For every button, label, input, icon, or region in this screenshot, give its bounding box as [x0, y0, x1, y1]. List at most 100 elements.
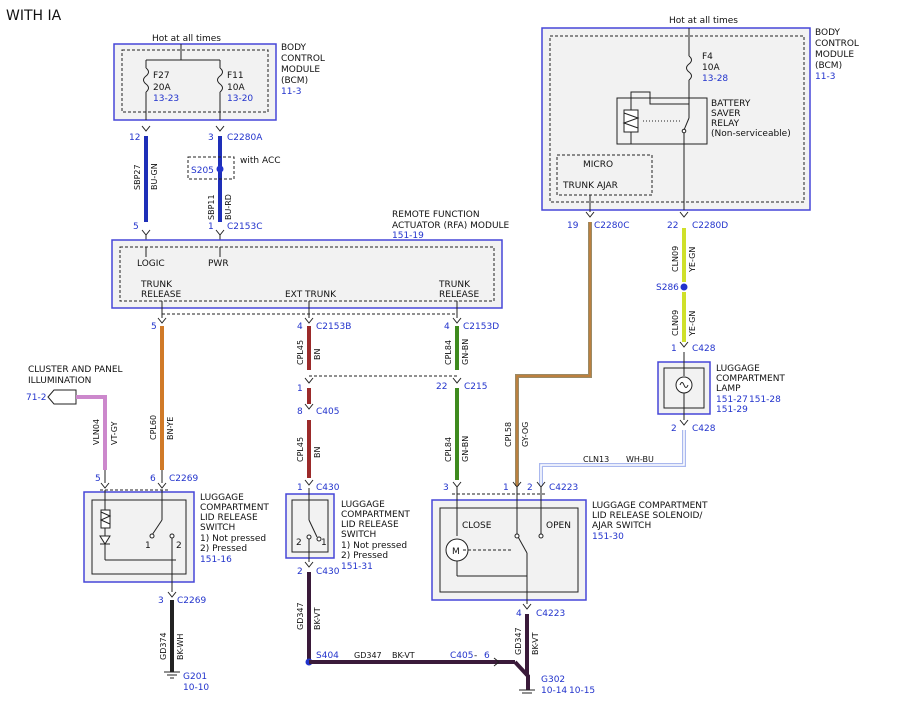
with-acc-label: with ACC [240, 156, 281, 166]
splice-s286 [680, 283, 688, 291]
conn-c430-out: C430 [316, 567, 340, 577]
rfa-ext-trunk: EXT TRUNK [285, 290, 337, 300]
bcm-right-box [541, 27, 811, 211]
switch-left-group: 5 6 C2269 1 2 LUGGAGE COMPARTMENT LID RE… [83, 470, 269, 693]
sol-title-3: AJAR SWITCH [592, 521, 651, 531]
conn-arrow-icon [304, 561, 314, 568]
wire-cpl84-circuit-a: CPL84 [444, 340, 453, 365]
bcm-left-title-2: CONTROL [281, 54, 325, 64]
bcm-left-inner [121, 49, 269, 113]
fuse-f27-rating: 20A [153, 83, 171, 93]
conn-c4223: C4223 [549, 483, 578, 493]
wire-cpl84-group: CPL84 GN-BN 22 C215 CPL84 GN-BN [436, 326, 487, 480]
conn-arrow-icon [304, 377, 314, 384]
conn-arrow-icon [304, 479, 314, 486]
fuse-f11-rating: 10A [227, 83, 245, 93]
splice-s205 [216, 165, 224, 173]
bottom-circuit: GD347 [354, 651, 382, 660]
wire-sbp11-color: BU-RD [224, 194, 233, 220]
rfa-ref: 151-19 [392, 231, 424, 241]
conn-arrow-icon [452, 481, 462, 488]
sw-left-ref: 151-16 [200, 555, 232, 565]
conn-arrow-icon [679, 341, 689, 348]
wire-cpl45-circuit-b: CPL45 [296, 437, 305, 462]
sw-mid-note-1: 1) Not pressed [341, 541, 407, 551]
wire-gd374-color: BK-WH [176, 634, 185, 660]
rfa-trunk-release-l-1: TRUNK [140, 280, 173, 290]
wire-gd347-color-r: BK-VT [531, 632, 540, 655]
conn-arrow-icon [215, 229, 225, 236]
sol-pin-2: 2 [527, 483, 533, 493]
wire-cpl58-color: GY-OG [521, 422, 530, 447]
wire-cpl84-color-a: GN-BN [461, 339, 470, 365]
rfa-inner [119, 246, 495, 302]
rfa-box [111, 239, 503, 309]
ground-g302-ref-b: 10-15 [569, 686, 595, 696]
ajar-switch-blade [516, 534, 528, 554]
sw-mid-title-3: LID RELEASE [341, 520, 399, 530]
bcm-left-title-3: MODULE [281, 65, 320, 75]
conn-arrow-icon [304, 317, 314, 324]
wire-sbp27-circuit: SBP27 [133, 164, 142, 190]
pin-3: 3 [208, 133, 214, 143]
sw-mid-title-2: COMPARTMENT [341, 510, 410, 520]
fuse-f27-icon [143, 67, 149, 93]
bottom-dash: - [474, 651, 477, 661]
conn-c2153c: C2153C [227, 222, 262, 232]
conn-c4223-out: C4223 [536, 609, 565, 619]
conn-c2269-out: C2269 [177, 596, 206, 606]
rfa-outputs: 5 4 C2153B 4 C2153D [151, 301, 499, 332]
led-icon [99, 535, 111, 545]
conn-arrow-icon [493, 657, 500, 667]
conn-c428-in: C428 [692, 344, 716, 354]
bottom-conn: C405 [450, 651, 473, 661]
conn-c2280a: C2280A [227, 133, 263, 143]
sw-left-title-4: SWITCH [200, 523, 235, 533]
bcm-left-box [113, 43, 277, 121]
bcm-right-inner [549, 35, 805, 203]
bottom-wire-group: GD347 BK-VT C405 - 6 [309, 651, 530, 690]
fuse-f4-icon [686, 55, 692, 81]
bcm-right-title-4: (BCM) [815, 61, 842, 71]
bcm-r-pin-19: 19 [567, 221, 579, 231]
lamp-pin-out: 2 [671, 424, 677, 434]
wire-cpl60-color: BN-YE [166, 417, 175, 440]
lamp-title-1: LUGGAGE [716, 364, 760, 374]
wire-cpl58-circuit: CPL58 [504, 422, 513, 447]
connector-plug-icon [47, 389, 77, 405]
conn-c428-out: C428 [692, 424, 716, 434]
lamp-ref-3: 151-29 [716, 405, 748, 415]
conn-c2153b: C2153B [316, 322, 351, 332]
relay-title-4: (Non-serviceable) [711, 129, 791, 139]
splice-s404-label: S404 [316, 651, 339, 661]
sw-left-pin5: 5 [95, 474, 101, 484]
sw-left-note-2: 2) Pressed [200, 544, 247, 554]
lamp-group: LUGGAGE COMPARTMENT LAMP 151-27 151-28 1… [539, 352, 785, 486]
sol-out-pin: 4 [516, 609, 522, 619]
cluster-title-2: ILLUMINATION [28, 376, 91, 386]
pin-12: 12 [129, 133, 140, 143]
wire-sbp27-color: BU-GN [150, 163, 159, 190]
lamp-ref-2: 151-28 [749, 395, 781, 405]
sol-ref: 151-30 [592, 532, 624, 542]
conn-c215: C215 [464, 382, 487, 392]
wire-cln09-color-b: YE-GN [688, 311, 697, 337]
pin-1-top: 1 [208, 222, 214, 232]
conn-arrow-icon [167, 591, 177, 598]
conn-arrow-icon [452, 377, 462, 384]
fuse-f11-icon [217, 67, 223, 93]
micro-label: MICRO [583, 160, 613, 170]
fuse-f11-ref: 13-20 [227, 94, 253, 104]
mid-pin-8: 8 [297, 407, 303, 417]
wire-cln13-circuit: CLN13 [583, 455, 609, 464]
conn-c405: C405 [316, 407, 339, 417]
conn-arrow-icon [157, 317, 167, 324]
lamp-title-2: COMPARTMENT [716, 374, 785, 384]
switch-mid-inner [291, 499, 329, 553]
conn-c2280d: C2280D [692, 221, 728, 231]
conn-arrow-icon [522, 603, 532, 610]
fuse-f4-rating: 10A [702, 63, 720, 73]
wire-cln09-circuit-a: CLN09 [671, 246, 680, 272]
